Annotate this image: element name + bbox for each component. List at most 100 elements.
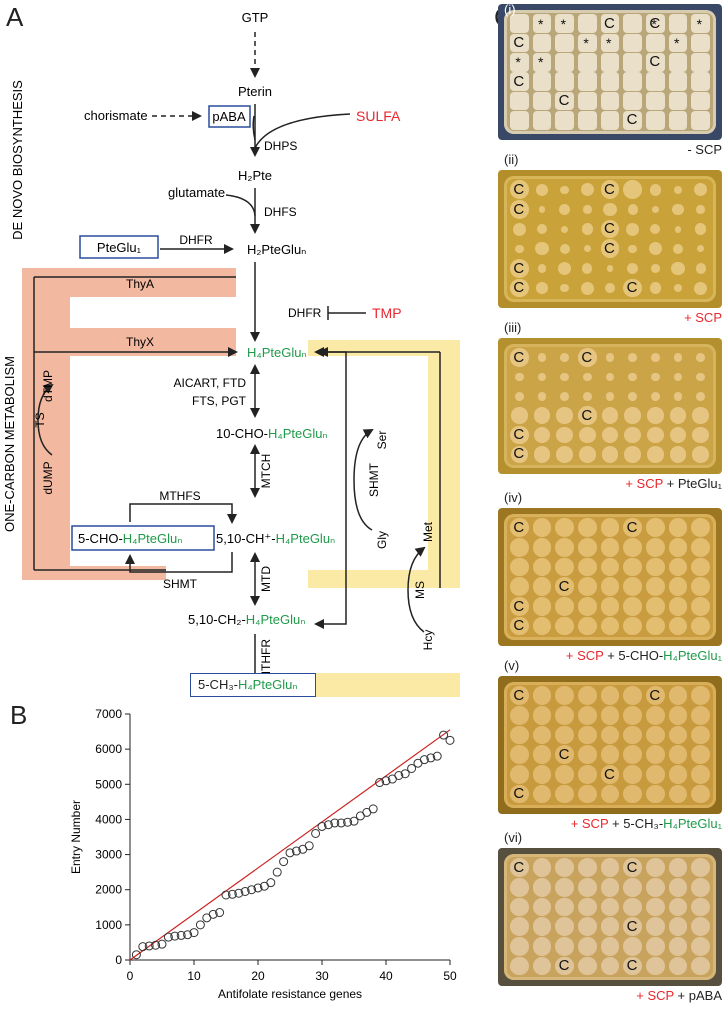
data-point <box>234 888 244 898</box>
colony <box>509 278 529 298</box>
colony <box>647 426 664 444</box>
colony <box>691 597 710 616</box>
colony <box>603 202 617 217</box>
x-tick-label: 40 <box>379 969 393 983</box>
data-point <box>272 867 282 877</box>
plate-number: (ii) <box>504 152 519 167</box>
colony <box>582 263 593 274</box>
colony <box>668 111 688 130</box>
colony <box>600 858 620 878</box>
plate-label-part: + PteGlu₁ <box>663 476 722 491</box>
colony <box>511 407 528 424</box>
control-mark: C <box>626 917 638 935</box>
colony <box>555 557 574 577</box>
colony <box>532 597 552 616</box>
colony <box>509 616 529 636</box>
colony <box>537 391 547 401</box>
colony <box>583 205 592 214</box>
data-point <box>189 928 199 938</box>
colony <box>623 917 642 937</box>
metabolite-dtmp: dTMP <box>41 370 55 402</box>
colony <box>696 353 705 362</box>
colony <box>645 897 665 917</box>
colony <box>577 937 597 956</box>
y-tick-label: 0 <box>115 953 122 967</box>
control-mark: C <box>513 72 525 90</box>
colony <box>600 897 620 917</box>
y-tick-label: 5000 <box>95 777 122 791</box>
colony <box>577 557 597 577</box>
colony <box>532 14 552 33</box>
data-point <box>195 920 205 930</box>
control-mark: C <box>513 34 525 51</box>
colony <box>577 784 597 804</box>
colony <box>623 518 642 538</box>
plate-label-part: - SCP <box>687 142 722 157</box>
colony <box>509 180 529 200</box>
plate-number: (iii) <box>504 320 522 335</box>
colony <box>626 262 639 275</box>
colony <box>691 725 710 745</box>
data-point <box>368 804 378 814</box>
metabolite-hcy: Hcy <box>421 630 435 651</box>
control-mark: C <box>513 686 525 704</box>
colony <box>650 224 661 235</box>
colony <box>555 784 574 804</box>
data-point <box>291 846 301 856</box>
x-tick-label: 30 <box>315 969 329 983</box>
label-one-carbon: ONE-CARBON METABOLISM <box>2 356 17 532</box>
colony <box>668 917 688 937</box>
enzyme-mthfs: MTHFS <box>159 489 200 503</box>
colony <box>669 446 687 463</box>
data-point <box>336 818 346 828</box>
plate-label-part: + SCP <box>625 476 664 491</box>
star-mark: * <box>674 35 680 51</box>
y-axis-label: Entry Number <box>69 800 83 874</box>
control-mark: C <box>649 686 661 704</box>
data-point <box>170 931 180 941</box>
colony <box>623 765 642 784</box>
metabolite-5-ch3-box <box>190 673 316 697</box>
colony <box>650 391 660 401</box>
control-mark: C <box>513 348 525 366</box>
colony <box>579 426 596 444</box>
colony <box>645 616 665 636</box>
control-mark: C <box>513 279 525 297</box>
control-mark: C <box>581 406 593 424</box>
star-mark: * <box>560 15 567 32</box>
colony <box>645 745 665 765</box>
colony <box>555 597 574 616</box>
colony <box>555 765 574 784</box>
colony <box>623 91 642 111</box>
colony <box>532 91 552 111</box>
colony <box>691 897 710 917</box>
colony <box>600 597 620 616</box>
colony <box>623 53 642 72</box>
colony <box>691 745 710 765</box>
colony <box>600 72 620 91</box>
colony <box>556 426 573 444</box>
y-tick-label: 4000 <box>95 812 122 826</box>
x-tick-label: 0 <box>127 969 134 983</box>
colony <box>623 725 642 745</box>
colony <box>510 91 529 111</box>
colony <box>532 557 552 577</box>
control-mark: C <box>513 200 525 218</box>
colony <box>532 725 552 745</box>
data-point <box>323 820 333 830</box>
colony <box>646 91 665 111</box>
data-point <box>151 940 161 950</box>
colony <box>533 407 551 424</box>
metabolite-5-cho: 5-CHO-H₄PteGluₙ <box>78 531 182 546</box>
control-mark: C <box>604 239 615 257</box>
colony <box>645 597 665 616</box>
colony <box>672 243 683 254</box>
colony <box>510 72 529 91</box>
plate-condition-label: + SCP + PteGlu₁ <box>512 476 722 491</box>
enzyme-thyx: ThyX <box>126 335 154 349</box>
colony <box>623 180 642 200</box>
data-point <box>240 886 250 896</box>
control-mark: C <box>513 785 525 803</box>
colony <box>628 372 637 382</box>
